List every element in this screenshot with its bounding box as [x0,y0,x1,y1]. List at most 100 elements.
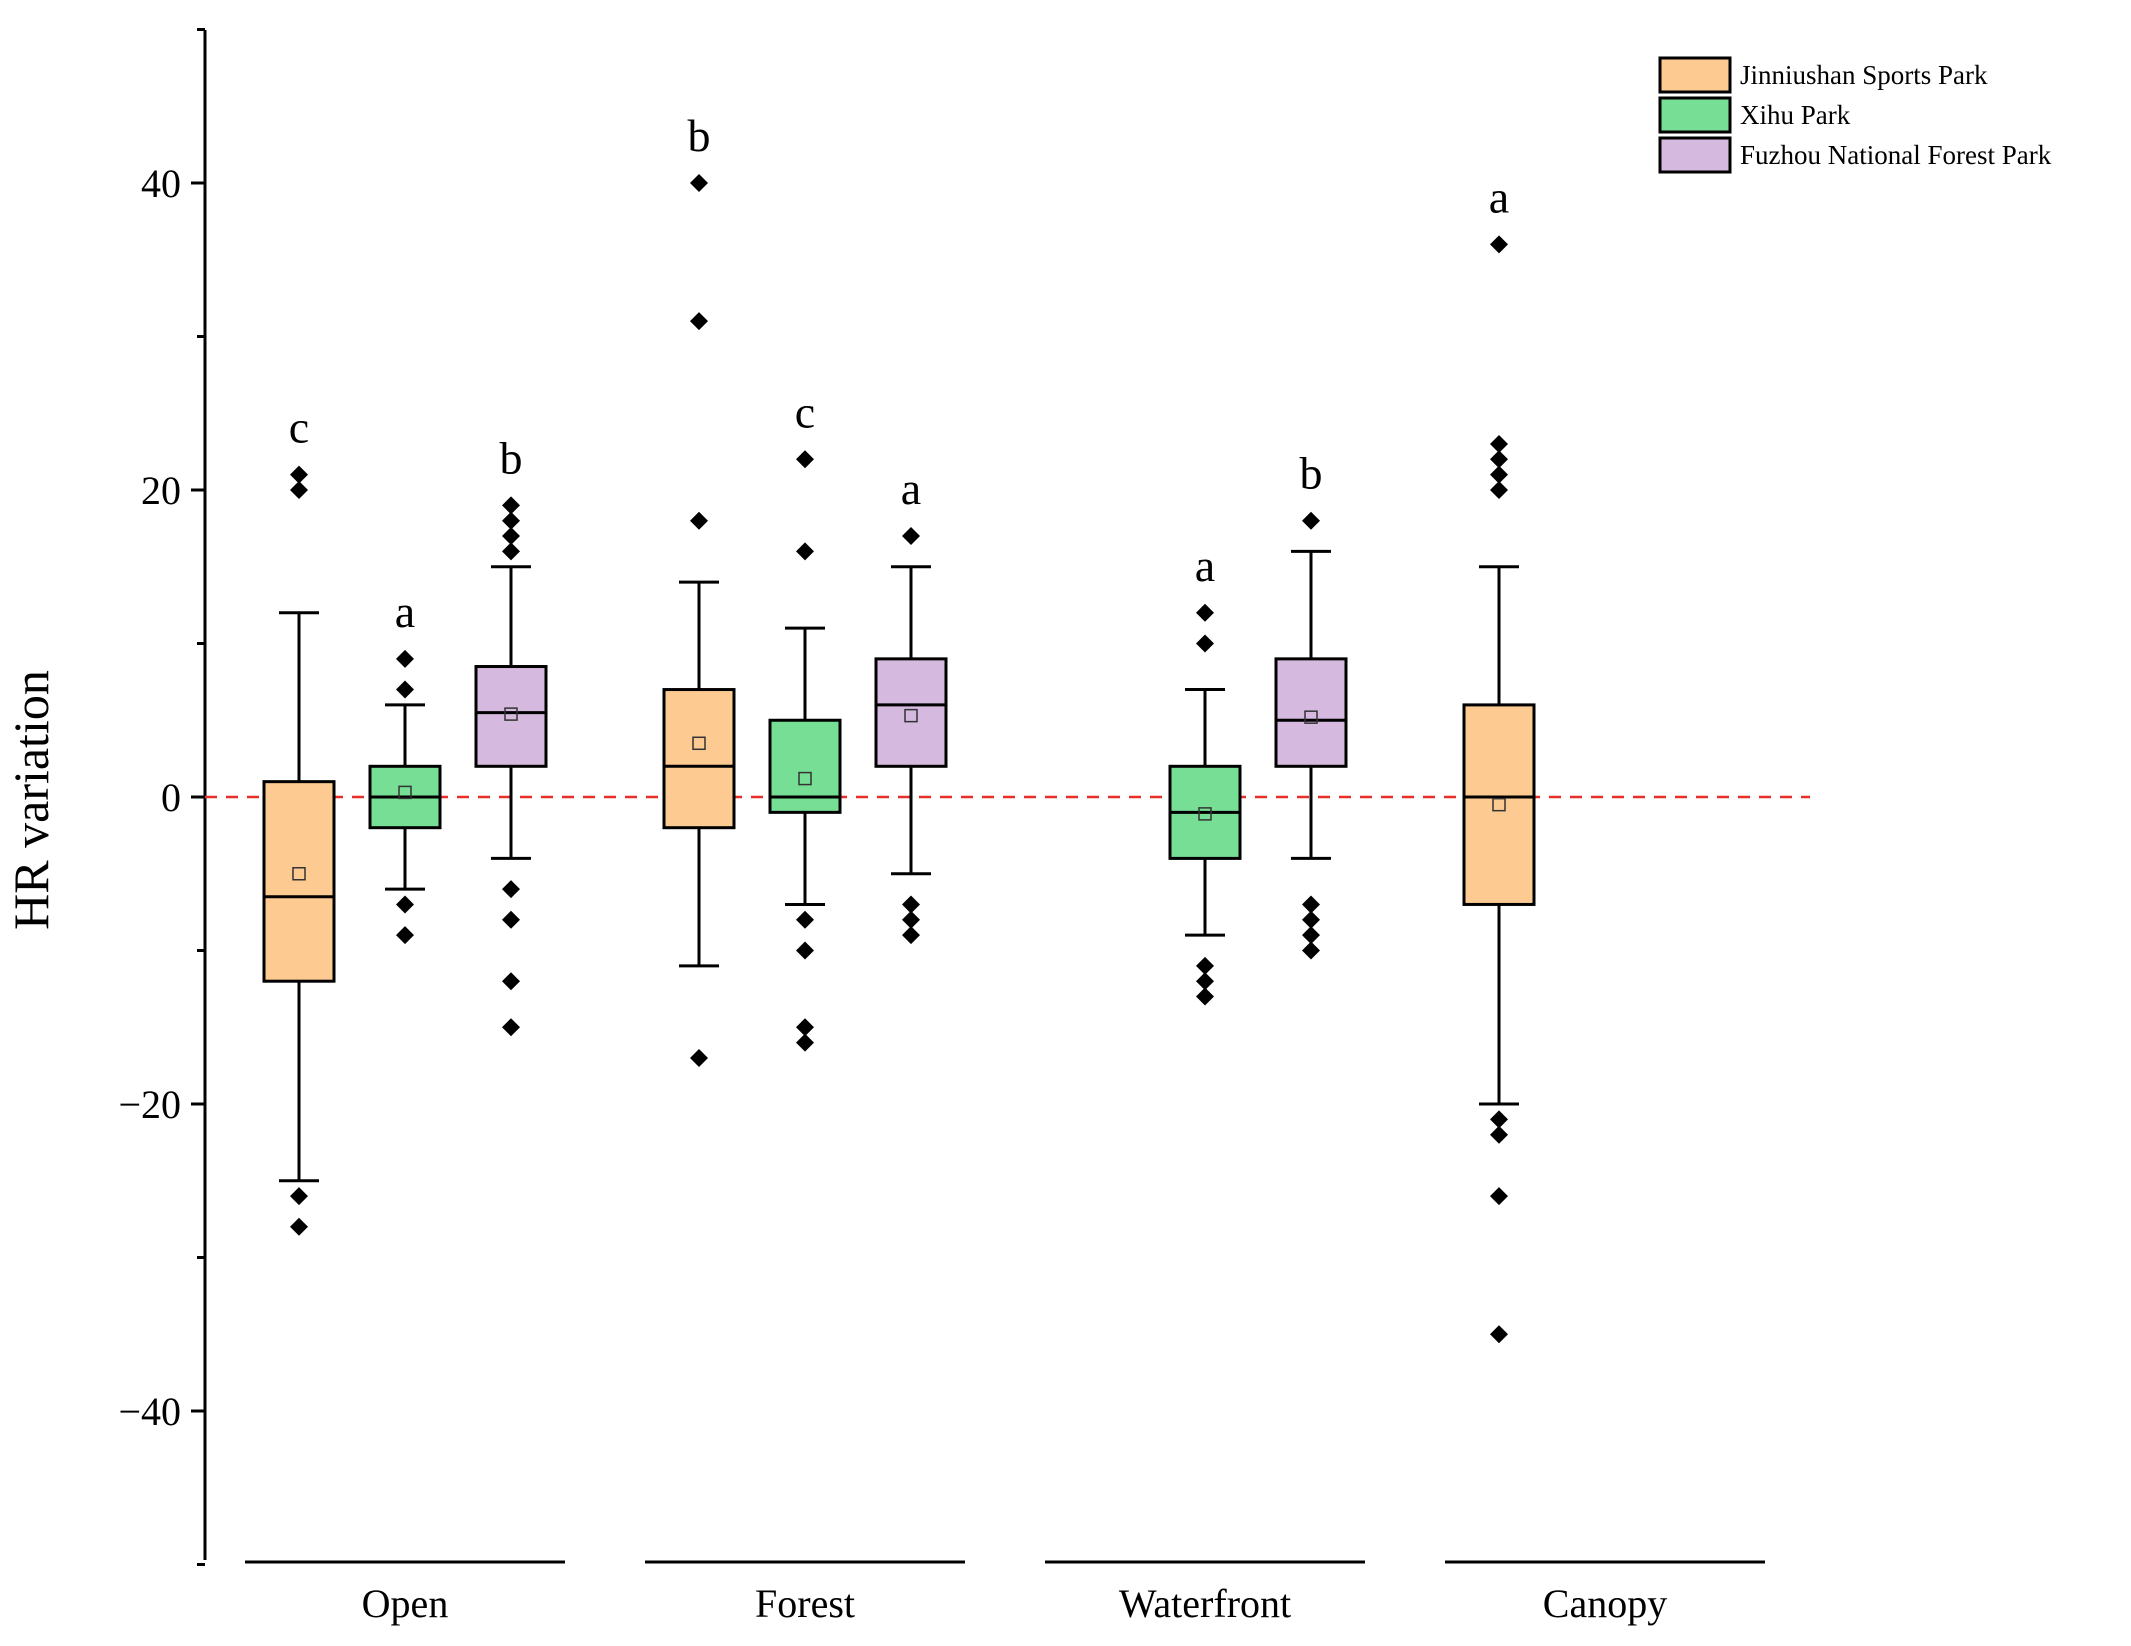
box-iqr [1462,703,1536,906]
outlier-point [1490,1125,1508,1144]
legend-label: Fuzhou National Forest Park [1740,140,2052,170]
outlier-point [396,649,414,668]
box-iqr [474,665,548,768]
outlier-point [690,174,708,192]
outlier-point [502,910,520,929]
box-plot: b [474,432,548,1037]
mean-marker [504,707,518,721]
significance-letter: c [795,386,815,437]
outlier-point [1196,956,1214,975]
significance-letter: a [1195,540,1215,591]
outlier-point [1196,987,1214,1006]
outlier-point [1302,941,1320,960]
x-category-label: Forest [755,1581,855,1626]
outlier-point [1302,511,1320,530]
outlier-point [796,1018,814,1037]
outlier-point [902,910,920,929]
outlier-point [396,680,414,699]
mean-marker [1304,710,1318,724]
outlier-point [796,1033,814,1052]
mean-marker [798,771,812,786]
outlier-point [396,895,414,914]
box-iqr [1274,657,1348,768]
y-tick-label: −40 [118,1389,181,1434]
outlier-point [902,527,920,546]
outlier-point [502,496,520,515]
significance-letter: a [1489,171,1509,222]
x-category-label: Open [362,1581,449,1626]
x-category-label: Waterfront [1119,1581,1291,1626]
box-iqr [262,780,336,983]
outlier-point [396,926,414,945]
outlier-point [1196,634,1214,653]
box-plot: a [368,586,442,945]
box-iqr [662,688,736,830]
outlier-point [1302,926,1320,945]
outlier-point [796,450,814,469]
outlier-point [290,1187,308,1206]
outlier-point [502,1018,520,1037]
significance-letter: b [1300,448,1323,499]
outlier-point [502,880,520,899]
mean-marker [1492,797,1506,812]
significance-letter: b [500,432,523,483]
outlier-point [502,511,520,530]
significance-letter: b [688,110,711,161]
outlier-point [1196,972,1214,991]
y-tick-label: −20 [118,1082,181,1127]
box-plot: c [768,386,842,1052]
outlier-point [1302,895,1320,914]
outlier-point [902,926,920,945]
mean-marker [692,736,706,751]
legend-swatch [1658,96,1732,134]
outlier-point [1490,450,1508,469]
outlier-point [796,941,814,960]
box-plot: b [1274,448,1348,960]
legend-swatch [1658,56,1732,94]
outlier-point [502,527,520,546]
x-category-label: Canopy [1543,1581,1667,1626]
outlier-point [690,1048,708,1067]
y-tick-label: 0 [161,775,181,820]
outlier-point [796,542,814,561]
outlier-point [290,481,308,499]
outlier-point [502,542,520,561]
outlier-point [1490,1110,1508,1129]
outlier-point [1196,603,1214,622]
outlier-point [290,1217,308,1236]
mean-marker [904,708,918,723]
box-plot: a [1462,171,1536,1344]
outlier-point [902,895,920,914]
y-tick-label: 40 [141,161,181,206]
outlier-point [1490,235,1508,254]
significance-letter: a [395,586,415,637]
box-plot: c [262,402,336,1236]
legend-label: Jinniushan Sports Park [1740,60,1988,90]
box-iqr [768,718,842,814]
mean-marker [398,785,412,800]
box-iqr [874,657,948,768]
box-plot: b [662,110,736,1067]
mean-marker [1198,807,1212,821]
box-plot: a [1168,540,1242,1006]
box-plot: a [874,463,948,945]
outlier-point [1490,434,1508,453]
outlier-point [690,511,708,530]
outlier-point [1302,910,1320,929]
significance-letter: c [289,402,309,453]
legend-swatch [1658,136,1732,174]
outlier-point [290,465,308,484]
outlier-point [502,972,520,991]
outlier-point [1490,1187,1508,1206]
legend-label: Xihu Park [1740,100,1851,130]
outlier-point [796,910,814,929]
y-axis-title: HR variation [3,670,59,930]
outlier-point [1490,1325,1508,1344]
outlier-point [690,312,708,331]
significance-letter: a [901,463,921,514]
outlier-point [1490,481,1508,499]
mean-marker [292,867,306,881]
